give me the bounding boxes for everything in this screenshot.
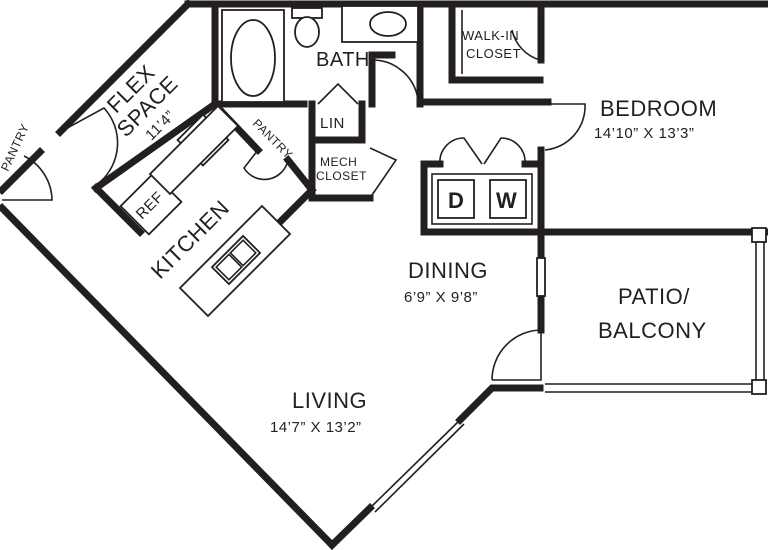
walkin-door (511, 20, 541, 62)
patio-corner-post (751, 379, 767, 395)
bath-sink (369, 11, 407, 37)
flex-door (59, 106, 119, 183)
living-window (369, 419, 461, 509)
pantry-door (243, 149, 289, 181)
bathtub-basin (230, 19, 276, 97)
pantry-kitchen-label: PANTRY (250, 116, 296, 162)
mech-door (369, 147, 398, 199)
living-dims: 14’7” X 13’2” (270, 419, 362, 436)
bath-door (371, 59, 419, 104)
bath-label: BATH (316, 49, 370, 71)
kitchen-sink (210, 234, 262, 286)
pantry-wall-2 (265, 155, 317, 237)
wd-door-right (483, 137, 526, 165)
dining-window (536, 257, 546, 297)
patio-door (491, 329, 542, 381)
patio-label-line2: BALCONY (598, 318, 707, 343)
wd-enclosure (431, 173, 533, 225)
windows (369, 227, 767, 513)
lower-right-diagonal-wall (327, 503, 375, 550)
doors (2, 20, 586, 381)
patio-label-line1: PATIO/ (618, 284, 690, 309)
mech-label-line2: CLOSET (316, 169, 367, 183)
kitchen-lower-wall (91, 183, 145, 237)
fixtures (119, 5, 533, 318)
bedroom-label: BEDROOM (600, 96, 717, 121)
walkin-label-line2: CLOSET (466, 46, 521, 61)
mech-wall (308, 136, 374, 202)
patio-top-post (751, 227, 767, 243)
walkin-label-line1: WALK-IN (462, 28, 519, 43)
living-window-inner (374, 423, 465, 513)
living-label: LIVING (292, 388, 367, 413)
flex-kitchen-wall (91, 99, 220, 193)
mech-label-line1: MECH (320, 155, 357, 169)
walkin-left-wall (448, 0, 544, 84)
left-diagonal-wall (0, 147, 45, 195)
dining-label: DINING (408, 258, 488, 283)
dryer-label: D (448, 188, 464, 213)
bedroom-dims: 14’10” X 13’3” (594, 125, 694, 142)
washer-box (489, 179, 527, 219)
lin-wall (308, 100, 366, 144)
lower-right-diagonal-wall-2 (455, 384, 544, 425)
dining-dims: 6’9” X 9’8” (404, 289, 478, 306)
washer-label: W (496, 188, 517, 213)
lin-label: LIN (320, 115, 345, 132)
kitchen-counter (148, 104, 240, 196)
entry-door (2, 155, 53, 201)
lower-left-diagonal-wall (0, 203, 337, 550)
toilet-bowl (294, 16, 320, 48)
lin-door (317, 82, 359, 105)
wd-door-left (439, 137, 483, 165)
dryer-box (437, 179, 475, 219)
upper-left-diagonal-wall (55, 0, 193, 137)
bedroom-door (541, 103, 586, 151)
wd-closet-wall (420, 160, 545, 236)
